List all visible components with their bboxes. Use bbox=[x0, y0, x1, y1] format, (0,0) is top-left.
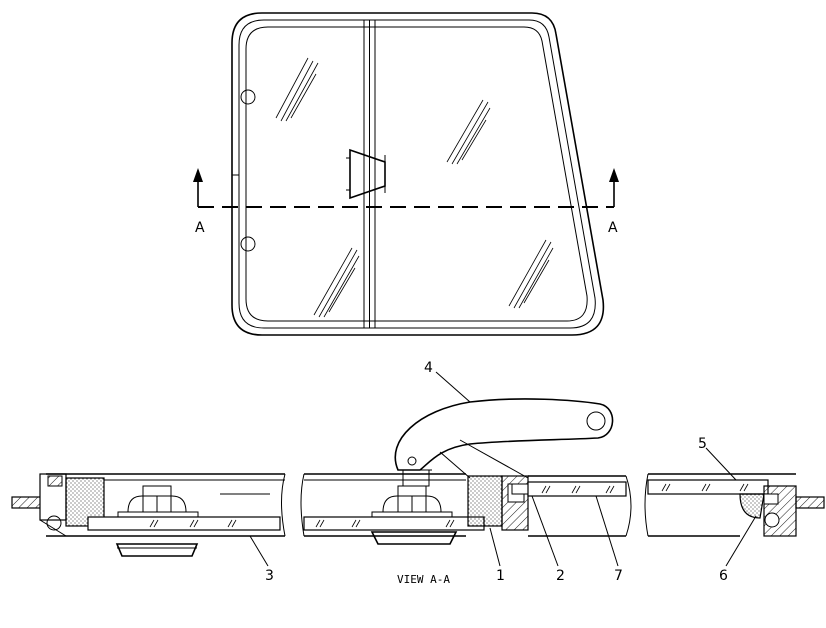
callout-1: 1 bbox=[496, 568, 505, 584]
callout-2: 2 bbox=[556, 568, 565, 584]
section-marker-left: A bbox=[195, 220, 205, 236]
glass-reflection-marks bbox=[275, 57, 554, 318]
glass-segment-right bbox=[644, 473, 825, 537]
latch-handle bbox=[394, 398, 614, 487]
callout-4: 4 bbox=[424, 360, 433, 376]
section-arrow-left bbox=[193, 168, 203, 182]
section-view-aa bbox=[11, 371, 825, 567]
window-top-view bbox=[193, 12, 619, 336]
left-mount bbox=[11, 473, 105, 537]
glass-part-7 bbox=[527, 475, 632, 537]
glass-segment-left bbox=[46, 473, 286, 537]
callout-leaders bbox=[249, 371, 757, 567]
seal-block-1 bbox=[467, 475, 503, 527]
latch-stud-left bbox=[115, 485, 199, 557]
callout-6: 6 bbox=[719, 568, 728, 584]
view-caption: VIEW A-A bbox=[397, 573, 450, 586]
channel-part-2 bbox=[501, 475, 533, 531]
callout-5: 5 bbox=[698, 436, 707, 452]
callout-3: 3 bbox=[265, 568, 274, 584]
section-arrow-right bbox=[609, 168, 619, 182]
glass-segment-middle bbox=[300, 473, 485, 537]
section-marker-right: A bbox=[608, 220, 618, 236]
callout-7: 7 bbox=[614, 568, 623, 584]
latch-top-view bbox=[349, 148, 386, 200]
